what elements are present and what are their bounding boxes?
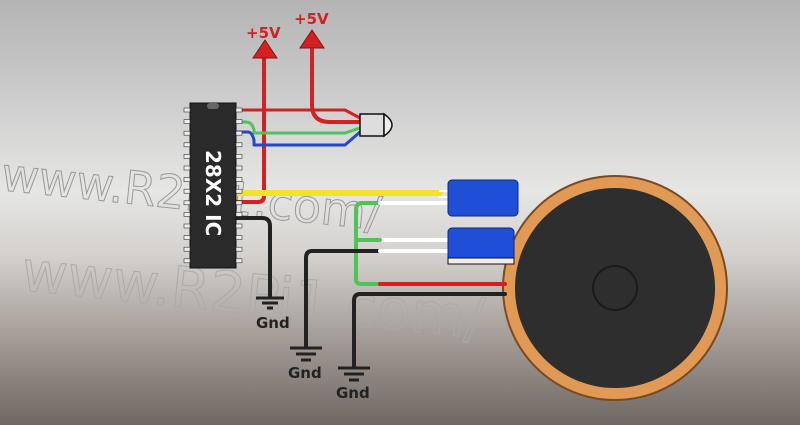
ic-pin	[235, 258, 243, 264]
wire-blue-led	[234, 130, 362, 147]
speaker	[502, 175, 728, 401]
ic-pin	[235, 154, 243, 159]
ic-pin	[183, 258, 191, 264]
wire-green-led	[234, 120, 362, 135]
ic-pin	[235, 246, 243, 252]
wire-black-ic-gnd	[234, 216, 272, 298]
led	[359, 112, 393, 138]
ic-pin	[183, 154, 191, 159]
ic-label: 28X2 IC	[201, 150, 225, 236]
ic-pin	[235, 223, 243, 229]
wire-power-ic	[234, 56, 266, 204]
ic-chip	[183, 102, 243, 269]
gnd-label: Gnd	[256, 314, 290, 332]
gnd-label: Gnd	[288, 364, 322, 382]
ic-pin	[183, 165, 191, 171]
power-arrow-icon	[299, 29, 325, 49]
ic-pin	[235, 212, 243, 217]
capacitor	[447, 179, 519, 217]
ic-pin	[183, 200, 191, 206]
wire-black-speaker-gnd	[352, 292, 507, 368]
ic-pin	[235, 188, 243, 194]
ic-pin	[235, 142, 243, 148]
wire-green-caps	[354, 201, 452, 286]
ic-pin	[235, 119, 243, 124]
power-arrow-icon	[252, 39, 278, 59]
ic-pin	[235, 107, 243, 113]
ic-pin	[235, 130, 243, 136]
ic-pin	[183, 177, 191, 182]
ic-pin	[183, 107, 191, 113]
power-label: +5V	[246, 24, 281, 42]
wire-black-cap-gnd	[304, 249, 452, 348]
ic-pin	[183, 246, 191, 252]
ic-pin	[235, 177, 243, 182]
ic-pin	[183, 142, 191, 148]
ic-pin	[235, 200, 243, 206]
ground-icon	[256, 296, 370, 382]
wire-red-led	[234, 108, 362, 120]
ic-pin	[235, 165, 243, 171]
capacitor	[447, 227, 515, 265]
ic-pin	[235, 235, 243, 240]
ic-pin	[183, 188, 191, 194]
gnd-label: Gnd	[336, 384, 370, 402]
ic-pin	[183, 223, 191, 229]
ic-pin	[183, 130, 191, 136]
power-label: +5V	[294, 10, 329, 28]
ic-pin	[183, 235, 191, 240]
wire-power-led	[310, 48, 362, 124]
ic-pin	[183, 212, 191, 217]
ic-pin	[183, 119, 191, 124]
